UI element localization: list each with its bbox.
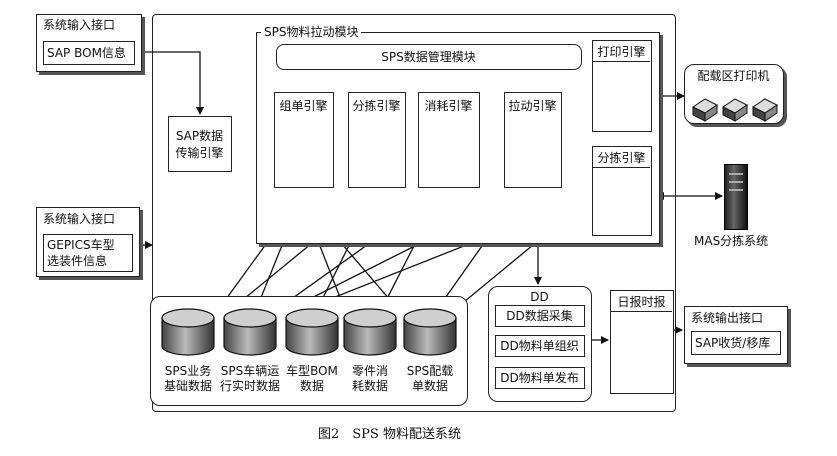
database-label: SPS业务 — [164, 364, 212, 378]
database-label: 耗数据 — [351, 379, 388, 393]
database-icon — [161, 308, 215, 356]
printer-icon — [692, 98, 718, 122]
engine-label: 拉动引擎 — [508, 99, 557, 113]
database-label: SPS配载 — [406, 364, 454, 378]
dd-item-collect: DD数据采集 — [495, 305, 585, 327]
engine-label: 消耗引擎 — [424, 99, 473, 113]
database-5: SPS配载单数据 — [400, 306, 460, 402]
database-4: 零件消耗数据 — [340, 306, 400, 402]
database-icon — [403, 308, 457, 356]
database-label: 数据 — [299, 379, 324, 393]
gepics-line2: 选装件信息 — [47, 254, 108, 268]
database-1: SPS业务基础数据 — [158, 306, 218, 402]
engine-label: 分拣引擎 — [352, 99, 401, 113]
daily-report: 日报时报 — [610, 290, 674, 394]
database-2: SPS车辆运行实时数据 — [220, 306, 280, 402]
sps-data-manager-label: SPS数据管理模块 — [381, 50, 476, 64]
sps-data-manager: SPS数据管理模块 — [276, 44, 582, 70]
database-label: 零件消 — [351, 364, 388, 378]
printer-icon — [752, 98, 778, 122]
input-interface-bom: 系统输入接口 SAP BOM信息 — [36, 14, 142, 72]
dd-item-label: DD物料单组织 — [500, 339, 579, 353]
database-icon — [223, 308, 277, 356]
engine-pull: 拉动引擎 — [504, 92, 562, 188]
print-engine-label: 打印引擎 — [597, 45, 646, 59]
daily-report-label: 日报时报 — [617, 295, 666, 309]
sap-transfer-engine: SAP数据 传输引擎 — [168, 116, 232, 172]
input-interface-gepics: 系统输入接口 GEPICS车型 选装件信息 — [36, 207, 140, 277]
sap-receipt-box: SAP收货/移库 — [691, 331, 781, 355]
divider — [593, 61, 650, 62]
sap-engine-line2: 传输引擎 — [175, 146, 224, 160]
printer-area-title: 配载区打印机 — [697, 69, 770, 83]
database-icon — [285, 308, 339, 356]
database-label: 行实时数据 — [219, 379, 280, 393]
sort-engine-right: 分拣引擎 — [592, 146, 652, 236]
output-interface-title: 系统输出接口 — [691, 311, 764, 325]
dd-item-publish: DD物料单发布 — [495, 367, 585, 389]
gepics-info-box: GEPICS车型 选装件信息 — [43, 234, 133, 272]
dd-item-label: DD物料单发布 — [500, 371, 579, 385]
printer-icon — [722, 98, 748, 122]
dd-item-organize: DD物料单组织 — [495, 335, 585, 357]
engine-label: 组单引擎 — [279, 99, 328, 113]
sap-bom-info-box: SAP BOM信息 — [43, 41, 135, 65]
input-interface-title-2: 系统输入接口 — [43, 212, 116, 226]
dd-item-label: DD数据采集 — [506, 309, 573, 323]
database-label: 车型BOM — [286, 364, 338, 378]
database-label: 基础数据 — [163, 379, 212, 393]
print-engine: 打印引擎 — [592, 40, 652, 132]
printer-area: 配载区打印机 — [684, 64, 784, 124]
sort-engine-label: 分拣引擎 — [597, 151, 646, 165]
sps-module-title: SPS物料拉动模块 — [261, 25, 362, 39]
mas-label: MAS分拣系统 — [694, 234, 769, 248]
gepics-line1: GEPICS车型 — [47, 238, 115, 252]
printer-icons — [692, 98, 778, 122]
dd-group: DD DD数据采集 DD物料单组织 DD物料单发布 — [488, 286, 592, 402]
sap-receipt-label: SAP收货/移库 — [695, 336, 771, 350]
dd-title: DD — [530, 290, 549, 304]
server-icon — [724, 164, 748, 230]
database-label: 单数据 — [411, 379, 448, 393]
engine-consumption: 消耗引擎 — [418, 92, 480, 188]
input-interface-title: 系统输入接口 — [43, 18, 116, 32]
database-label: SPS车辆运 — [220, 364, 280, 378]
figure-caption: 图2 SPS 物料配送系统 — [318, 427, 461, 442]
divider — [611, 311, 672, 312]
engine-sorting: 分拣引擎 — [348, 92, 406, 188]
sap-bom-info-label: SAP BOM信息 — [47, 46, 126, 60]
engine-compose-order: 组单引擎 — [274, 92, 334, 188]
system-frame — [152, 14, 676, 412]
sap-engine-line1: SAP数据 — [175, 129, 224, 143]
divider — [593, 167, 650, 168]
output-interface: 系统输出接口 SAP收货/移库 — [684, 306, 788, 364]
database-icon — [343, 308, 397, 356]
